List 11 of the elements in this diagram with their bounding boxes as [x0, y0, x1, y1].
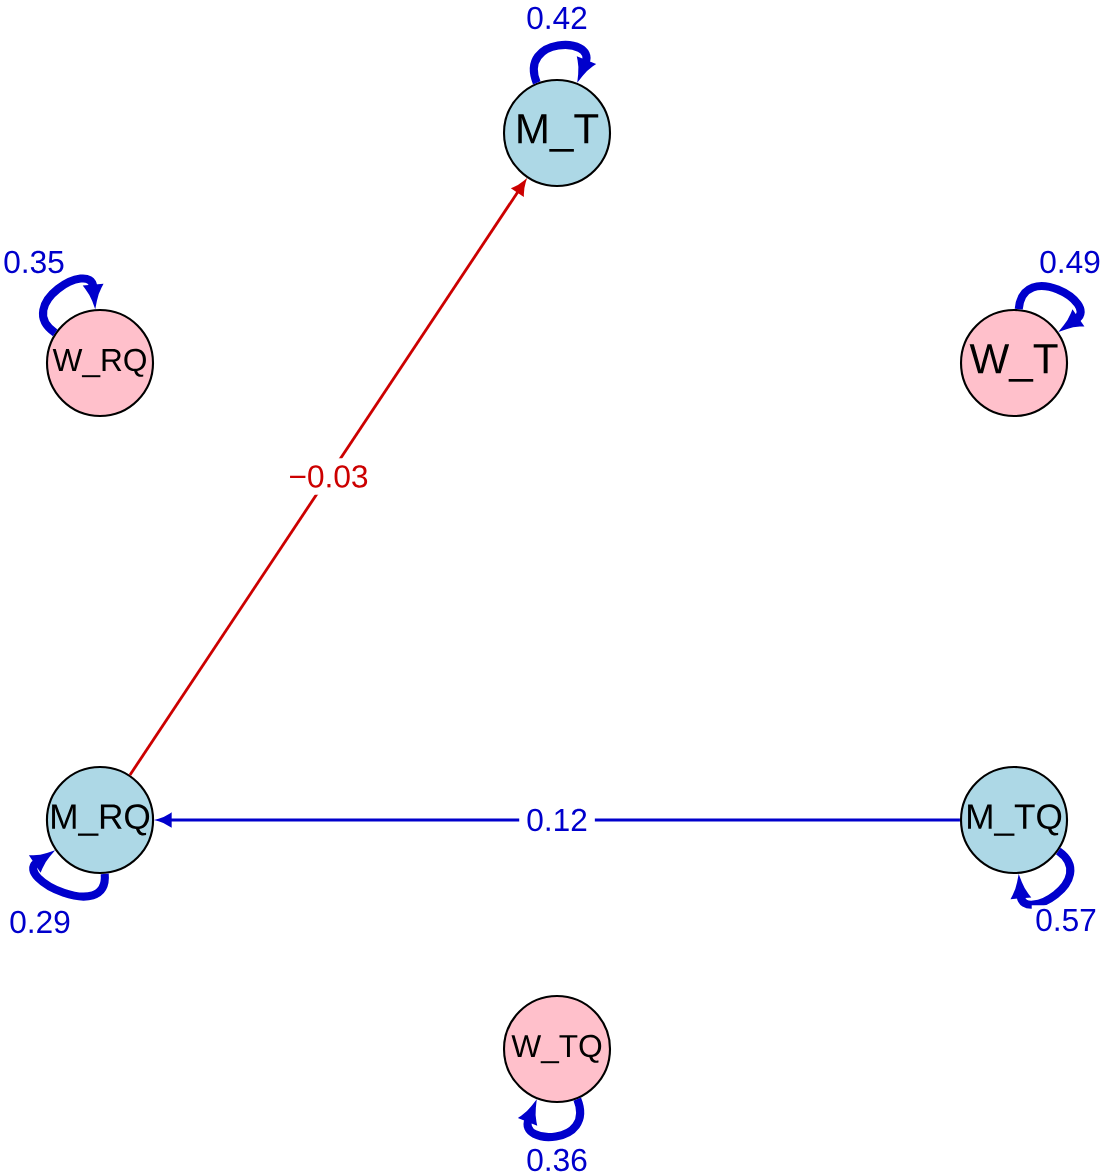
arrow [128, 180, 526, 776]
arrow [157, 813, 960, 827]
edge-label: 0.29 [5, 907, 75, 937]
edge-label: 0.42 [522, 3, 592, 33]
edge-label: 0.57 [1031, 905, 1101, 935]
edge-label: −0.03 [281, 458, 376, 495]
edge-label: 0.12 [519, 801, 595, 839]
edge-label: 0.36 [522, 1145, 592, 1175]
arrow [29, 852, 109, 901]
edge-label: 0.35 [0, 247, 69, 277]
edge-label: 0.49 [1035, 247, 1104, 277]
